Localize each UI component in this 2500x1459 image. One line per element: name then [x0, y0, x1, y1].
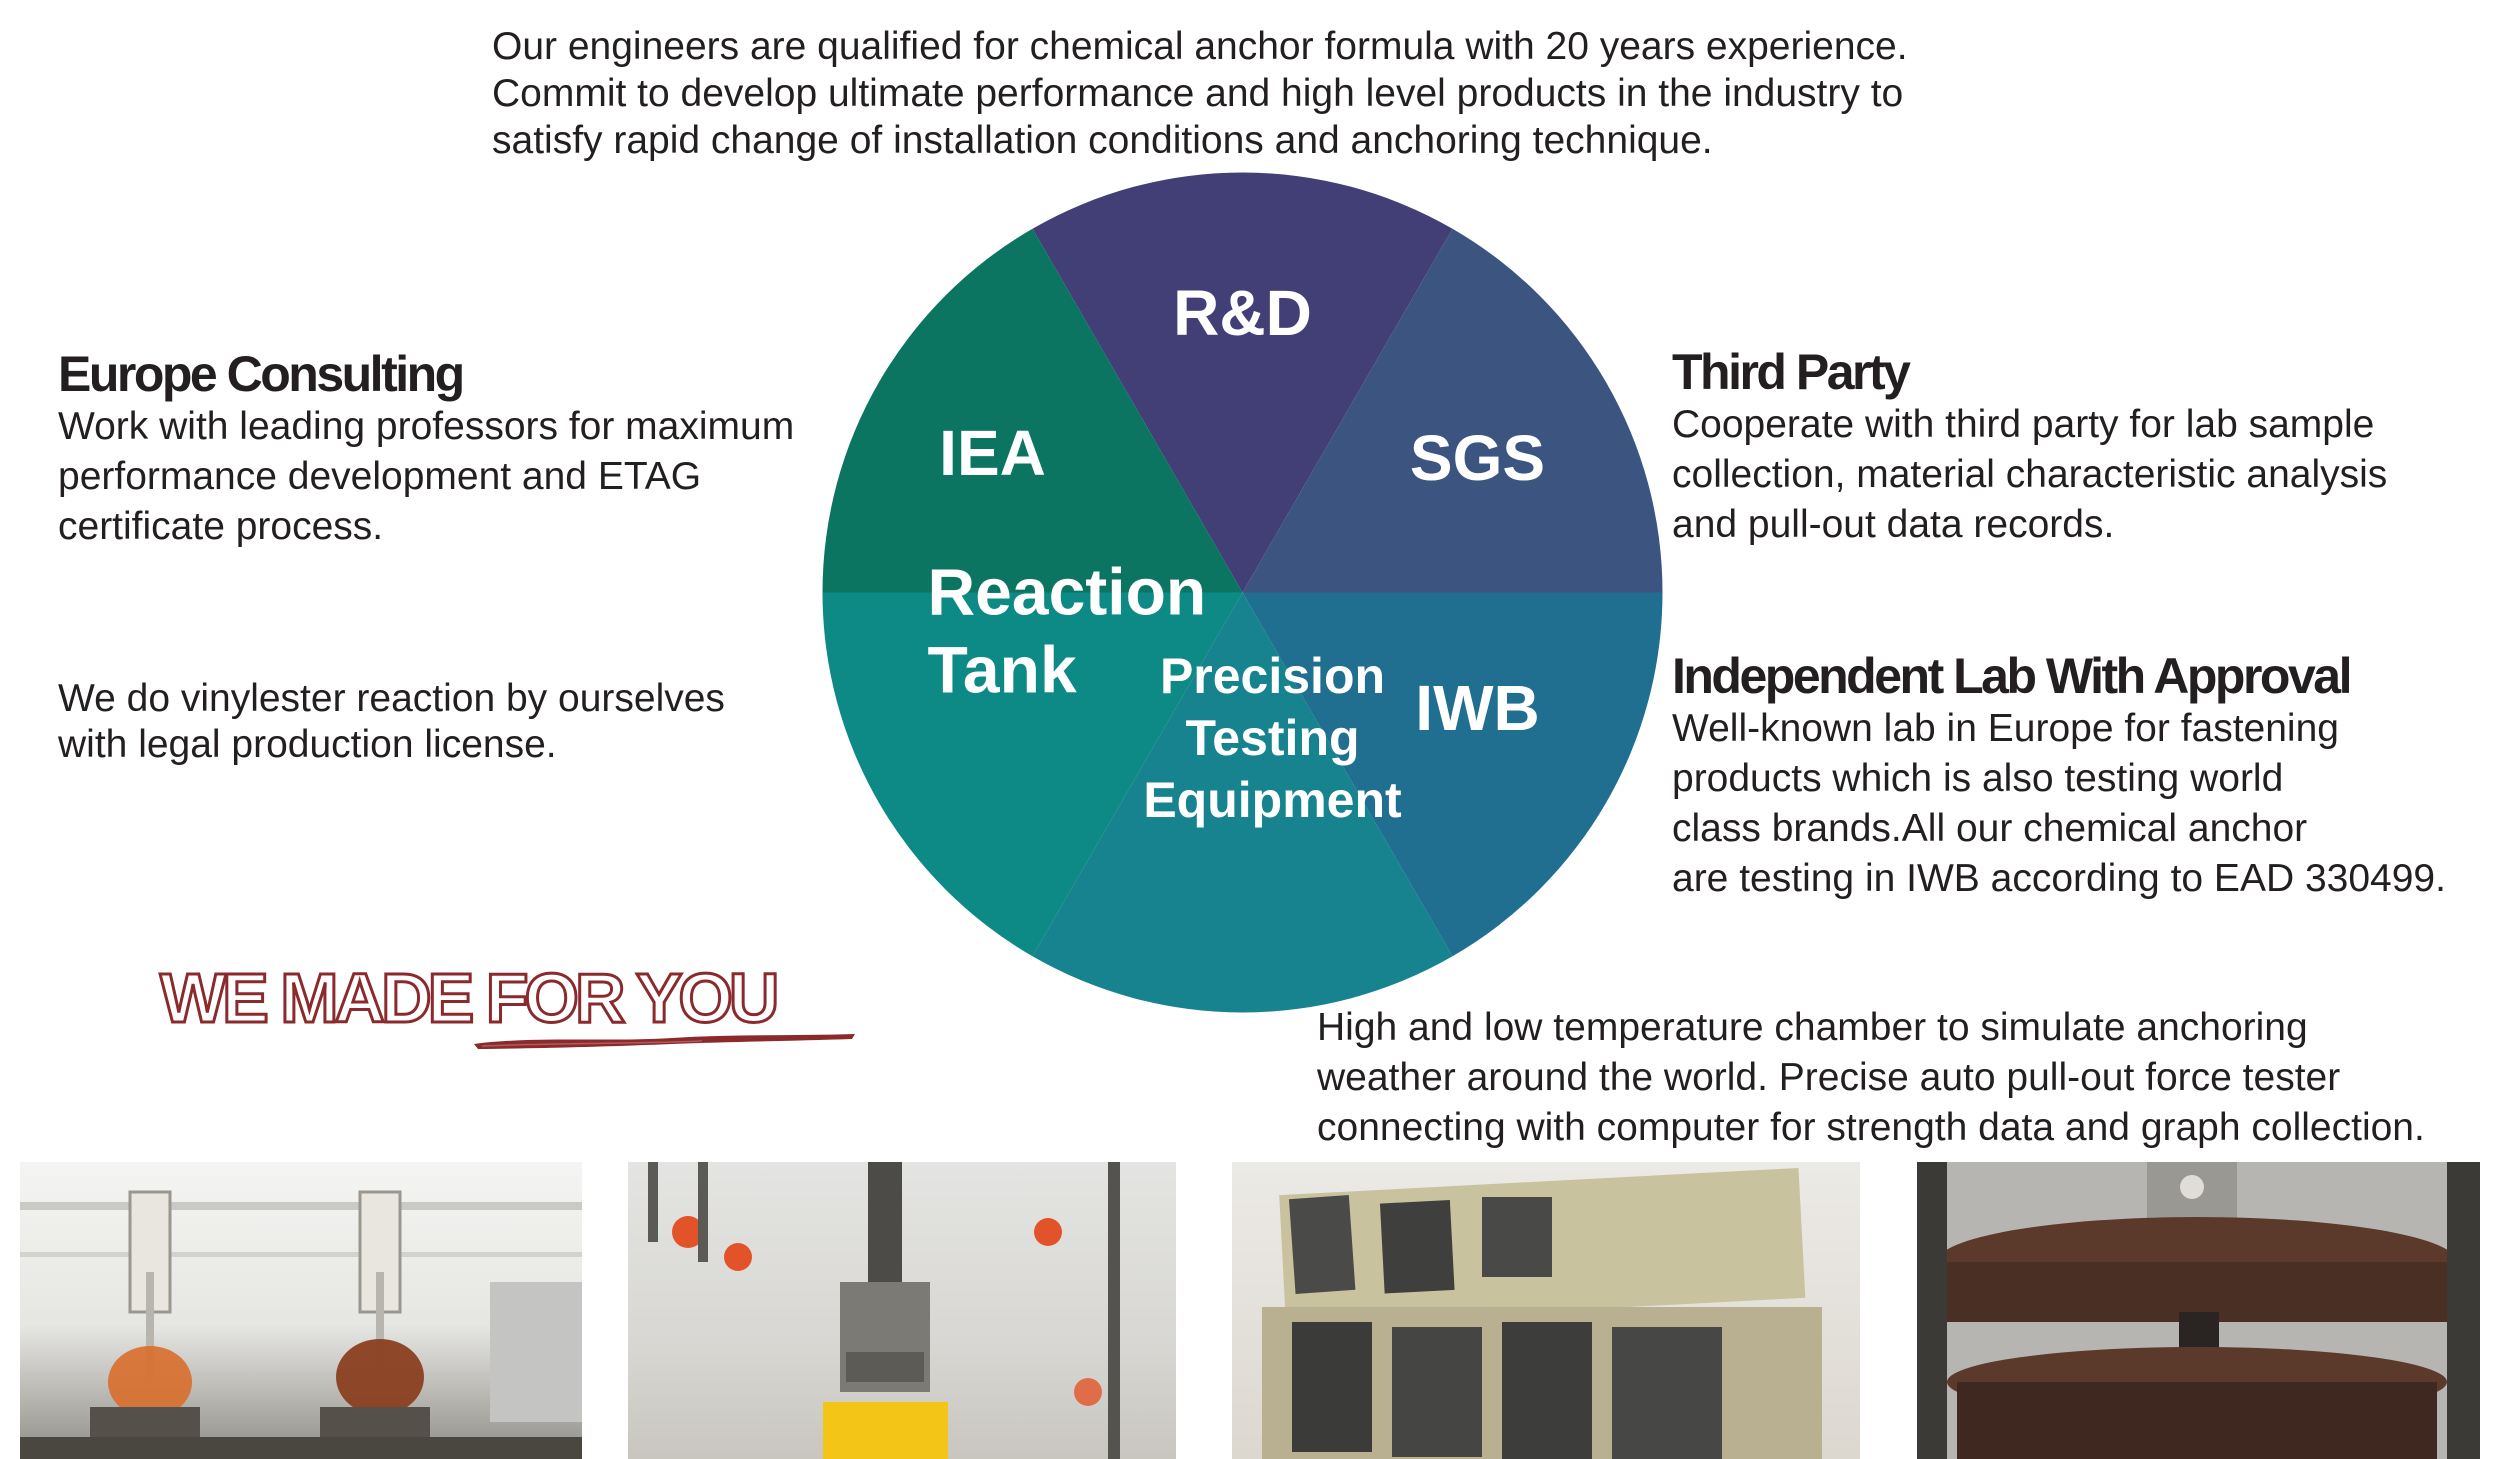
- equipment-line: High and low temperature chamber to simu…: [1317, 1006, 2308, 1049]
- wheel-segment: [1032, 172, 1453, 593]
- wheel-segment: [1242, 228, 1663, 593]
- rebar-pull-test-photo: [628, 1162, 1176, 1459]
- wheel-segment-label: IWB: [1415, 672, 1539, 744]
- intro-line: Commit to develop ultimate performance a…: [492, 72, 1904, 115]
- europe-consulting-line: performance development and ETAG: [58, 455, 702, 498]
- reaction-tank-photo: [20, 1162, 582, 1459]
- equipment-block: High and low temperature chamber to simu…: [1317, 1003, 2425, 1153]
- independent-lab-title: Independent Lab With Approval: [1672, 648, 2352, 704]
- independent-lab-line: class brands.All our chemical anchor: [1672, 807, 2308, 850]
- anchor-sample-photo: [1232, 1162, 1860, 1459]
- equipment-line: connecting with computer for strength da…: [1317, 1106, 2425, 1149]
- europe-consulting-block: Europe Consulting Work with leading prof…: [58, 346, 794, 552]
- intro-line: Our engineers are qualified for chemical…: [492, 25, 1908, 68]
- wheel-segment-label: IEA: [939, 417, 1046, 489]
- wheel-segment: [1242, 592, 1663, 957]
- europe-consulting-line: Work with leading professors for maximum: [58, 405, 795, 448]
- third-party-title: Third Party: [1672, 344, 1911, 400]
- slogan: WE MADE FOR YOU: [158, 958, 780, 1039]
- reaction-block: We do vinylester reaction by ourselves w…: [58, 676, 725, 768]
- reaction-line: with legal production license.: [58, 723, 557, 766]
- intro-line: satisfy rapid change of installation con…: [492, 119, 1713, 162]
- precision-tester-photo: [1917, 1162, 2480, 1459]
- wheel-segment-label: R&D: [1173, 277, 1312, 349]
- wheel-segment-label: SGS: [1410, 422, 1545, 494]
- europe-consulting-line: certificate process.: [58, 505, 384, 548]
- third-party-line: and pull-out data records.: [1672, 503, 2115, 546]
- third-party-line: collection, material characteristic anal…: [1672, 453, 2388, 496]
- independent-lab-block: Independent Lab With Approval Well-known…: [1672, 648, 2446, 904]
- intro-text: Our engineers are qualified for chemical…: [492, 22, 1908, 166]
- independent-lab-line: products which is also testing world: [1672, 757, 2284, 800]
- wheel-segment: [822, 592, 1243, 957]
- slogan-underline-stroke: [474, 1034, 855, 1049]
- equipment-line: weather around the world. Precise auto p…: [1317, 1056, 2341, 1099]
- independent-lab-line: Well-known lab in Europe for fastening: [1672, 707, 2339, 750]
- third-party-line: Cooperate with third party for lab sampl…: [1672, 403, 2375, 446]
- third-party-block: Third Party Cooperate with third party f…: [1672, 344, 2387, 550]
- europe-consulting-title: Europe Consulting: [58, 346, 465, 402]
- wheel-segment: [1032, 592, 1453, 1013]
- wheel-segment: [822, 228, 1243, 593]
- independent-lab-line: are testing in IWB according to EAD 3304…: [1672, 857, 2446, 900]
- reaction-line: We do vinylester reaction by ourselves: [58, 677, 725, 720]
